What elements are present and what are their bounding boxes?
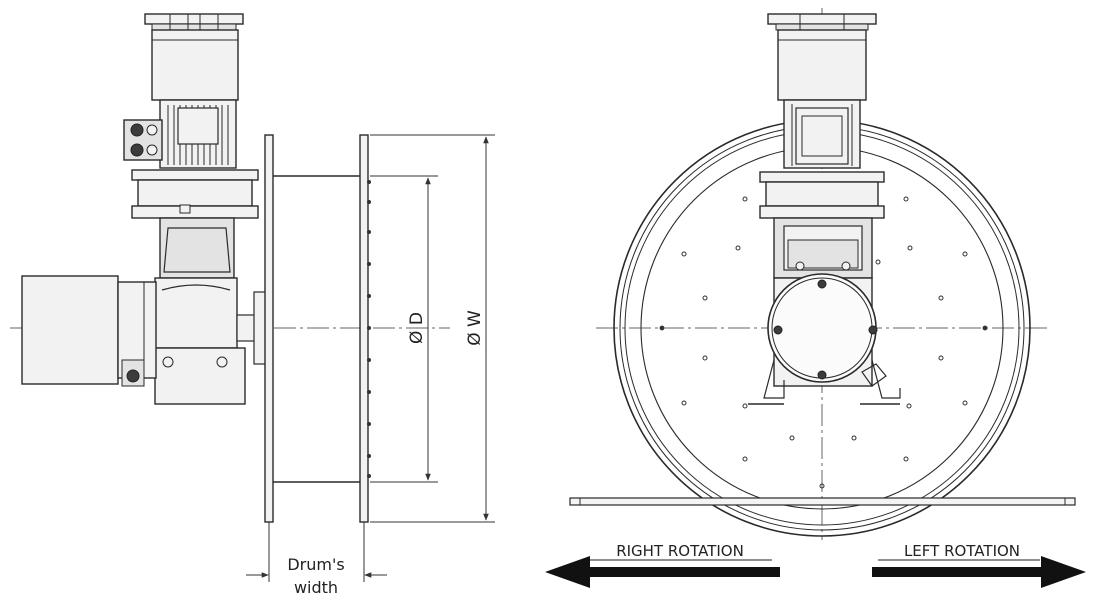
left-rotation-label: LEFT ROTATION bbox=[904, 542, 1020, 560]
front-view bbox=[569, 8, 1076, 540]
side-upper-motor bbox=[151, 29, 239, 169]
drum-width-label-line2: width bbox=[294, 578, 338, 597]
side-top-plate bbox=[144, 13, 244, 31]
side-flange bbox=[131, 169, 259, 219]
side-shaft bbox=[236, 291, 267, 365]
side-terminal-box bbox=[123, 119, 163, 161]
front-upper-motor bbox=[777, 29, 867, 169]
front-gearbox bbox=[773, 217, 873, 279]
right-rotation-label: RIGHT ROTATION bbox=[616, 542, 744, 560]
diameter-w-label: Ø W bbox=[465, 310, 485, 346]
dimension-drum-width: Drum's width bbox=[246, 522, 387, 597]
front-top-plate bbox=[767, 13, 877, 31]
drum-width-label-line1: Drum's bbox=[287, 555, 344, 574]
front-flange bbox=[759, 171, 885, 219]
right-rotation-arrow: RIGHT ROTATION bbox=[545, 542, 780, 588]
side-lower-motor bbox=[21, 275, 157, 387]
side-gearbox bbox=[154, 217, 246, 405]
front-cable bbox=[569, 497, 1076, 506]
side-view: Ø D Ø W Drum's width bbox=[10, 13, 495, 597]
dimension-w: Ø W bbox=[370, 134, 495, 523]
dimension-d: Ø D bbox=[370, 175, 438, 483]
left-rotation-arrow: LEFT ROTATION bbox=[872, 542, 1086, 588]
diameter-d-label: Ø D bbox=[407, 312, 427, 344]
front-base-and-hub bbox=[748, 273, 901, 405]
